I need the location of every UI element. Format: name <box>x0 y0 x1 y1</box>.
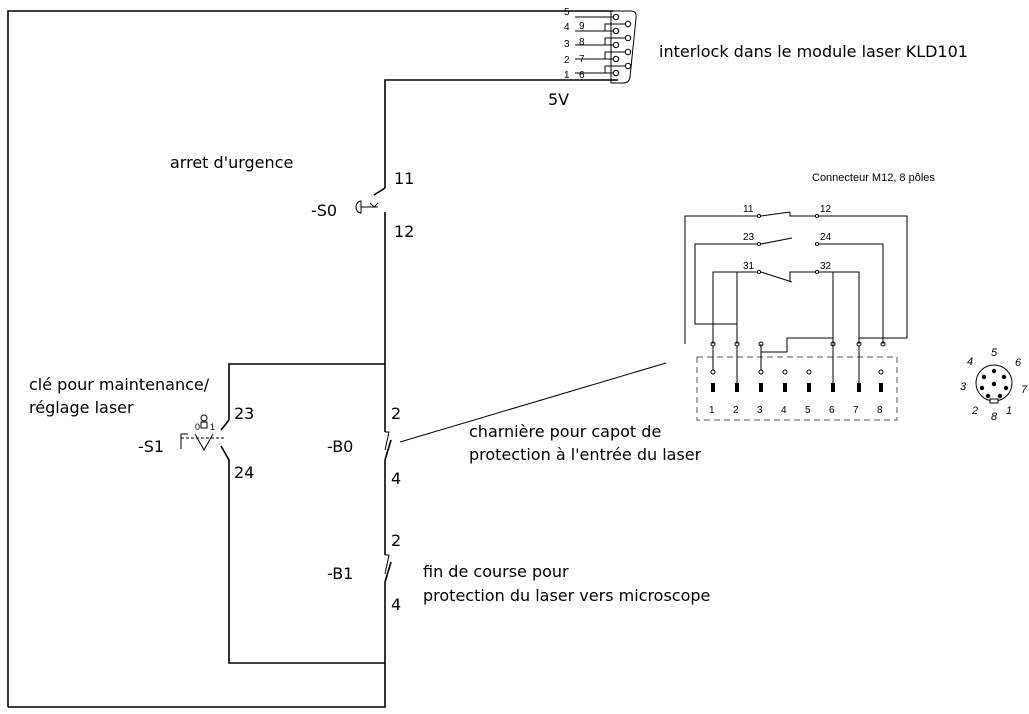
key-switch-symbol: 0 1 <box>180 414 226 452</box>
dsub-pin-3: 3 <box>564 39 570 50</box>
m12-face-view: 5 4 6 3 7 2 8 1 <box>960 347 1028 423</box>
dsub-pin-2: 2 <box>564 55 570 66</box>
b0-actuator <box>384 431 390 451</box>
s0-contact-blade <box>373 187 386 196</box>
b1-actuator <box>384 554 390 575</box>
s0-terminal-12: 12 <box>394 222 414 241</box>
s0-tag: -S0 <box>311 201 337 220</box>
face-pin-1: 1 <box>1006 405 1012 417</box>
b1-terminal-2: 2 <box>391 531 401 550</box>
contact-12: 12 <box>820 204 832 215</box>
s1-contact-blade <box>220 419 230 431</box>
face-pin-5: 5 <box>991 347 998 359</box>
m12-title: Connecteur M12, 8 pôles <box>812 172 935 184</box>
terminal-6: 6 <box>829 405 835 416</box>
wire-bottom-return <box>8 663 386 708</box>
terminal-contacts <box>710 341 886 392</box>
b0-terminal-2: 2 <box>391 404 401 423</box>
b0-terminal-4: 4 <box>391 469 401 488</box>
terminal-2: 2 <box>733 405 739 416</box>
key-switch-label-line1: clé pour maintenance/ <box>29 375 210 394</box>
s0-terminal-11: 11 <box>394 169 414 188</box>
s1-terminal-24: 24 <box>234 463 254 482</box>
face-pin-7: 7 <box>1021 384 1028 396</box>
interlock-label: interlock dans le module laser KLD101 <box>659 42 968 61</box>
dsub-pin-5: 5 <box>564 7 570 18</box>
dsub-pin-9: 9 <box>579 21 585 32</box>
s1-terminal-23: 23 <box>234 404 254 423</box>
voltage-label: 5V <box>548 90 569 109</box>
dsub-pin-4: 4 <box>564 22 570 33</box>
contact-23: 23 <box>743 232 755 243</box>
terminal-7: 7 <box>853 405 859 416</box>
key-switch-label-line2: réglage laser <box>29 398 134 417</box>
contact-32: 32 <box>820 261 832 272</box>
leader-line <box>399 362 667 443</box>
b0-description-line2: protection à l'entrée du laser <box>469 445 702 464</box>
dsub-pin-8: 8 <box>579 37 585 48</box>
wire-s1-top <box>228 363 385 420</box>
contact-24: 24 <box>820 232 832 243</box>
dsub-connector: 5 4 3 2 1 9 8 7 6 <box>564 7 637 84</box>
terminal-5: 5 <box>805 405 811 416</box>
b1-description-line1: fin de course pour <box>423 562 569 581</box>
face-pin-2: 2 <box>971 405 978 417</box>
contact-31: 31 <box>743 261 755 272</box>
b1-contact-blade <box>384 561 392 583</box>
b0-tag: -B0 <box>327 437 353 456</box>
face-pin-4: 4 <box>967 356 973 368</box>
wire-outer-loop <box>7 10 613 707</box>
dsub-shell <box>610 10 637 84</box>
terminal-4: 4 <box>781 405 787 416</box>
key-pos-0: 0 <box>195 422 200 432</box>
face-pin-6: 6 <box>1015 357 1022 369</box>
wire-s1-bottom <box>220 445 385 664</box>
wire-5v <box>384 79 618 188</box>
b1-terminal-4: 4 <box>391 595 401 614</box>
emergency-stop-label: arret d'urgence <box>170 153 293 172</box>
key-pos-1: 1 <box>210 422 215 432</box>
terminal-block <box>696 356 898 421</box>
b1-tag: -B1 <box>327 564 353 583</box>
s1-tag: -S1 <box>138 437 164 456</box>
dsub-pin-1: 1 <box>564 70 570 81</box>
terminal-8: 8 <box>877 405 883 416</box>
main-wiring <box>7 10 667 708</box>
b1-description-line2: protection du laser vers microscope <box>423 586 710 605</box>
face-pin-8: 8 <box>991 411 998 423</box>
b0-contact-blade <box>384 439 392 461</box>
emergency-stop-symbol <box>355 200 379 214</box>
b0-description-line1: charnière pour capot de <box>469 422 661 441</box>
dsub-pin-7: 7 <box>579 54 585 65</box>
contact-11: 11 <box>743 204 754 215</box>
face-pin-3: 3 <box>960 381 967 393</box>
dsub-pin-6: 6 <box>579 70 585 81</box>
m12-connector-detail: Connecteur M12, 8 pôles 11 12 23 24 31 3… <box>684 172 935 421</box>
terminal-3: 3 <box>757 405 763 416</box>
terminal-1: 1 <box>709 405 715 416</box>
